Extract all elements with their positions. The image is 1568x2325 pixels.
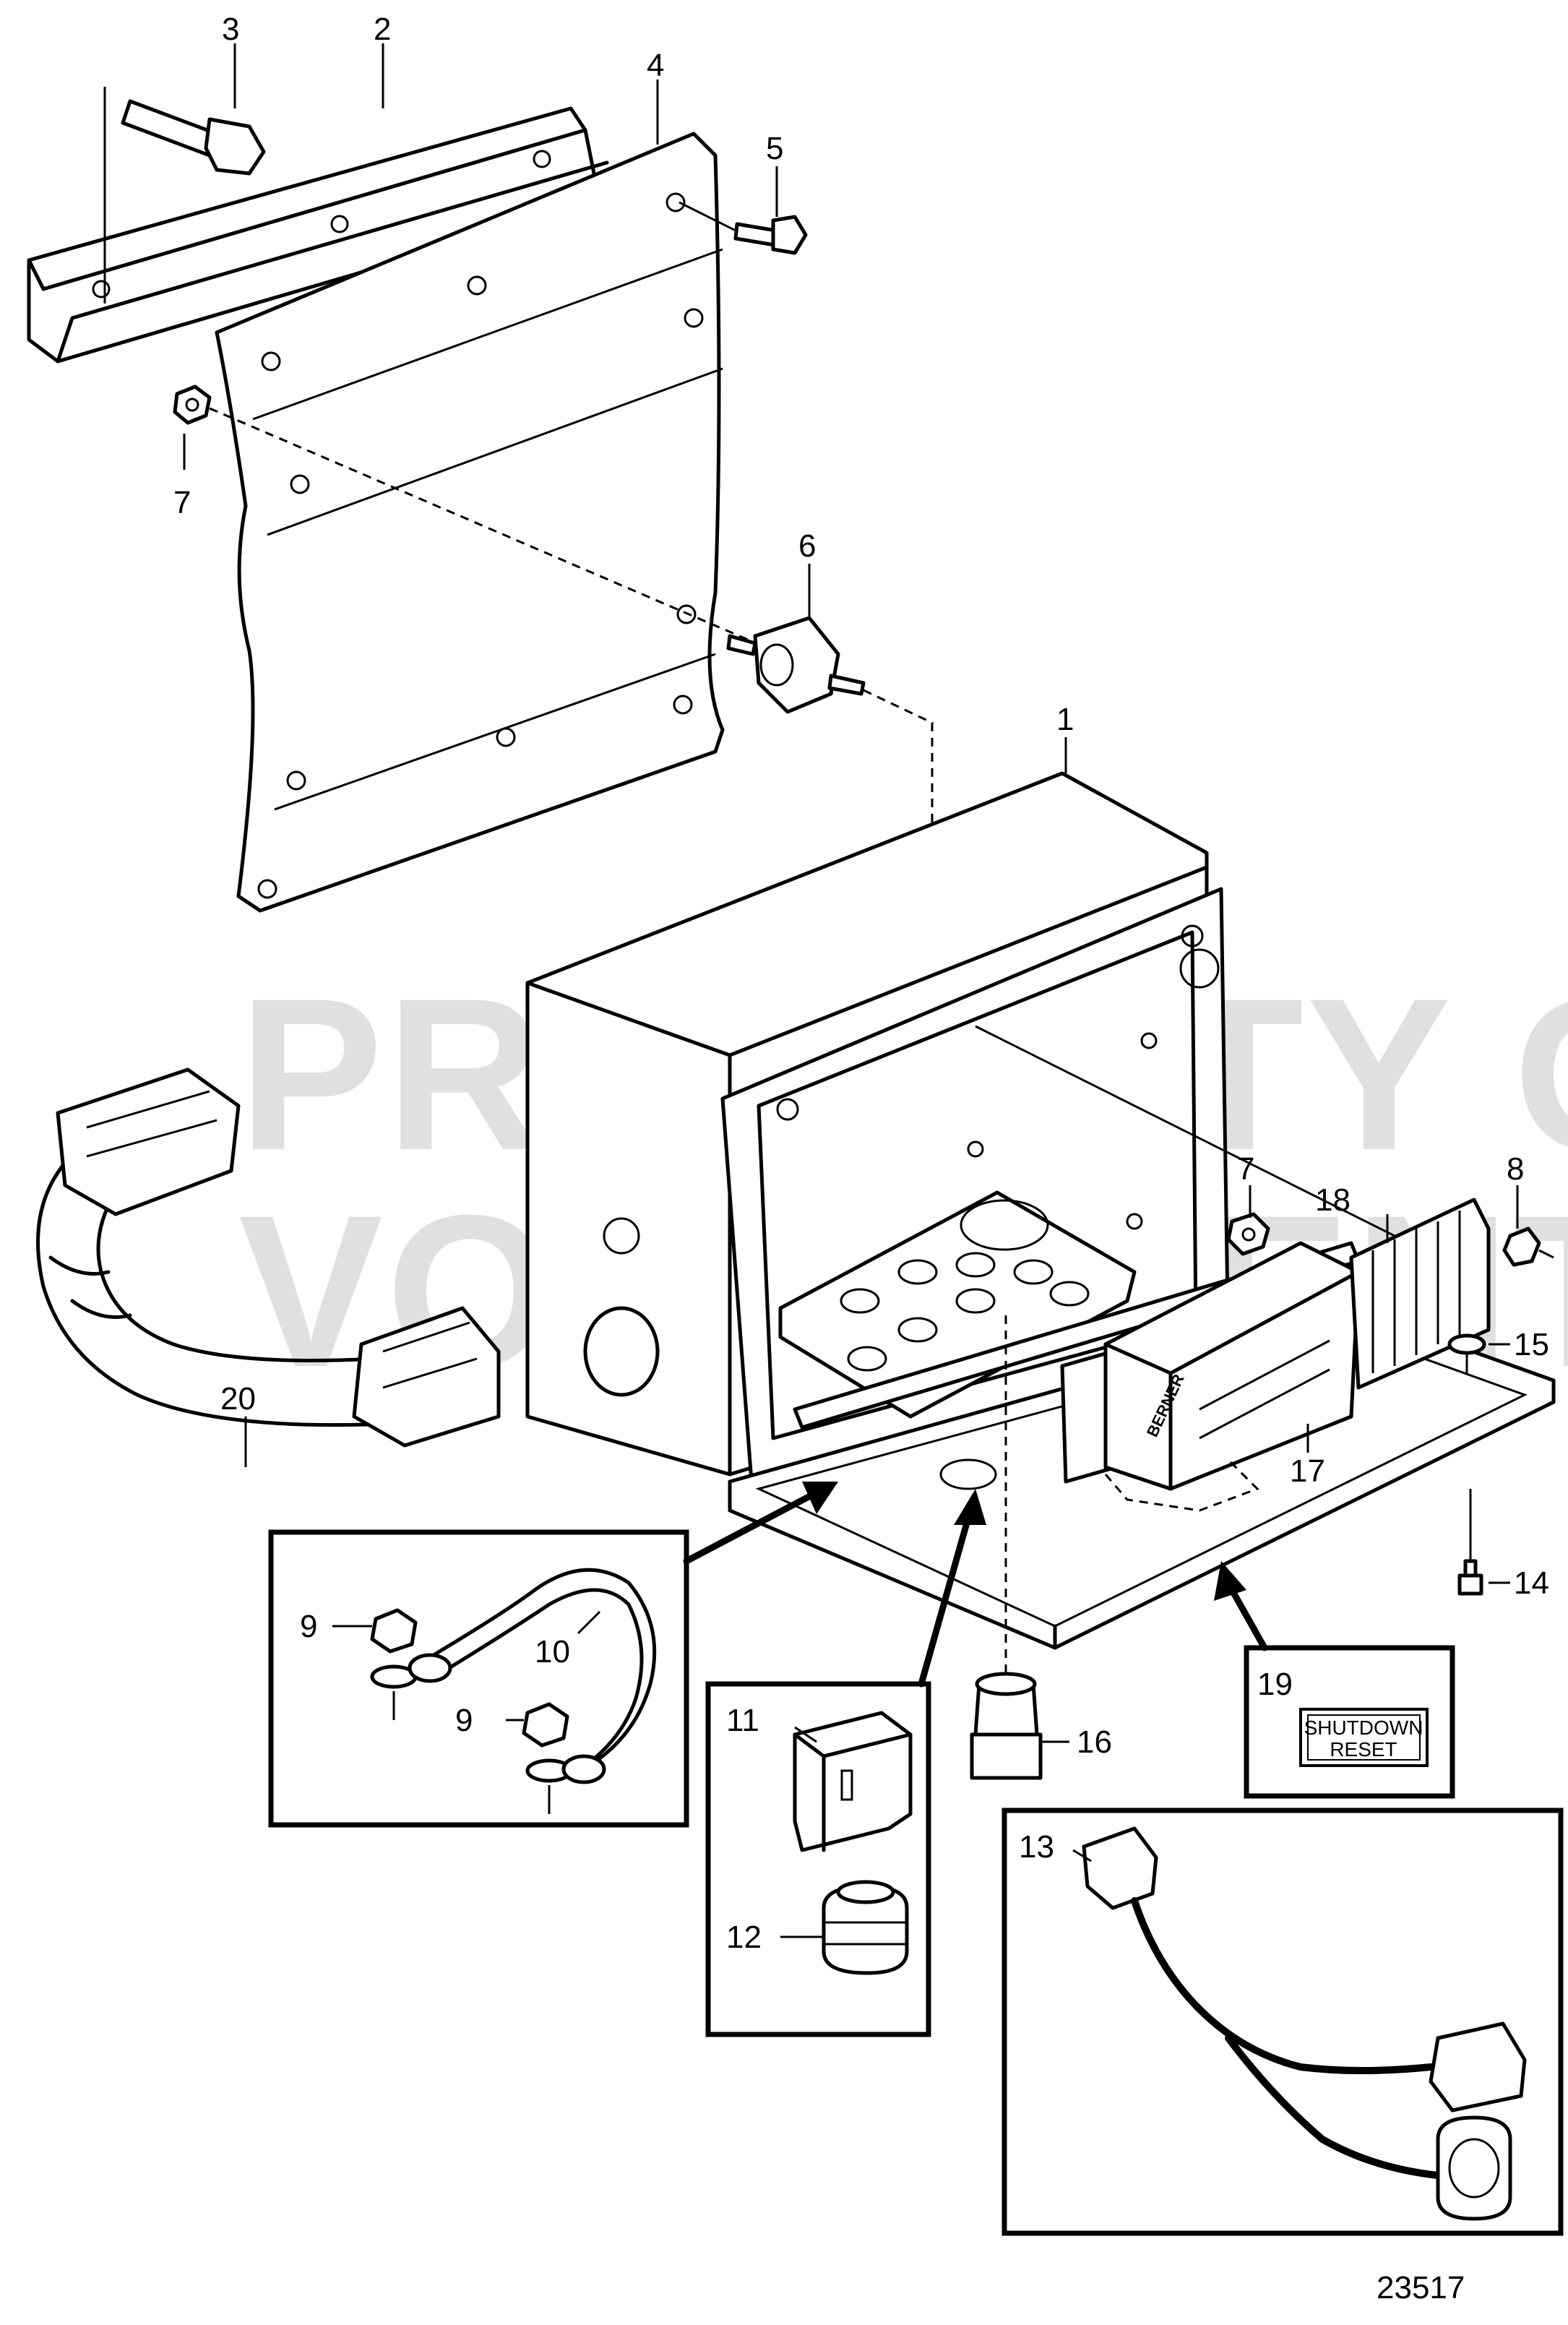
- callout-5: 5: [766, 131, 783, 166]
- conduit-hose: [36, 1067, 501, 1448]
- callout-4: 4: [647, 48, 664, 83]
- inset-pointer-decal: [1228, 1586, 1268, 1651]
- callout-20: 20: [220, 1381, 256, 1417]
- nut-lower: [1226, 1212, 1270, 1256]
- inset-harness: [1001, 1808, 1564, 2236]
- inset-arrow-decal: [1214, 1561, 1246, 1601]
- callout-8: 8: [1507, 1151, 1524, 1187]
- callout-9-lower: 9: [455, 1703, 473, 1738]
- callout-7-upper: 7: [173, 485, 191, 520]
- callout-3: 3: [222, 12, 239, 47]
- inset-decal: SHUTDOWN RESET: [1244, 1645, 1455, 1799]
- gland-plate: [778, 1190, 1137, 1419]
- inset-arrow-switch: [954, 1489, 986, 1525]
- callout-16: 16: [1077, 1724, 1112, 1760]
- inset-pointer-ground: [683, 1485, 827, 1565]
- callout-6: 6: [798, 528, 816, 564]
- inset-pointer-switch: [918, 1514, 972, 1688]
- callout-18: 18: [1315, 1182, 1351, 1218]
- lid-screw: [1457, 1489, 1483, 1596]
- decal-line-1: SHUTDOWN: [1304, 1716, 1423, 1739]
- callout-labels: 3 2 4 5 7 6 1 7 8 18 15 17 14 16 20 9 10…: [173, 12, 1549, 2305]
- nut-upper: [173, 384, 212, 425]
- figure-number: 23517: [1377, 2270, 1465, 2305]
- mounting-rail: [27, 106, 609, 364]
- leader-lines: [183, 43, 1519, 1938]
- washer: [1447, 1333, 1486, 1373]
- screw: [679, 201, 808, 255]
- inset-arrow-ground: [802, 1482, 838, 1514]
- callout-7-lower: 7: [1237, 1151, 1254, 1187]
- logic-module: BERNER: [1103, 1241, 1361, 1512]
- callout-19: 19: [1257, 1667, 1293, 1702]
- assembly-line-nut: [209, 407, 749, 641]
- bolt: [103, 87, 266, 304]
- inset-switch: [705, 1681, 931, 2037]
- callout-15: 15: [1514, 1327, 1549, 1362]
- cable-gland: [970, 1315, 1043, 1780]
- callout-2: 2: [374, 12, 391, 47]
- spacer: [726, 616, 866, 714]
- callout-13: 13: [1019, 1829, 1054, 1865]
- inset-ground-strap: [268, 1529, 689, 1828]
- backing-plate: [215, 132, 725, 913]
- callout-12: 12: [726, 1920, 762, 1955]
- callout-14: 14: [1514, 1565, 1549, 1601]
- end-stop: [1502, 1226, 1554, 1267]
- callout-17: 17: [1290, 1453, 1325, 1489]
- callout-11: 11: [726, 1703, 759, 1738]
- callout-1: 1: [1056, 702, 1074, 737]
- callout-10: 10: [535, 1634, 570, 1669]
- callout-9-upper: 9: [300, 1609, 317, 1644]
- decal-line-2: RESET: [1330, 1738, 1397, 1761]
